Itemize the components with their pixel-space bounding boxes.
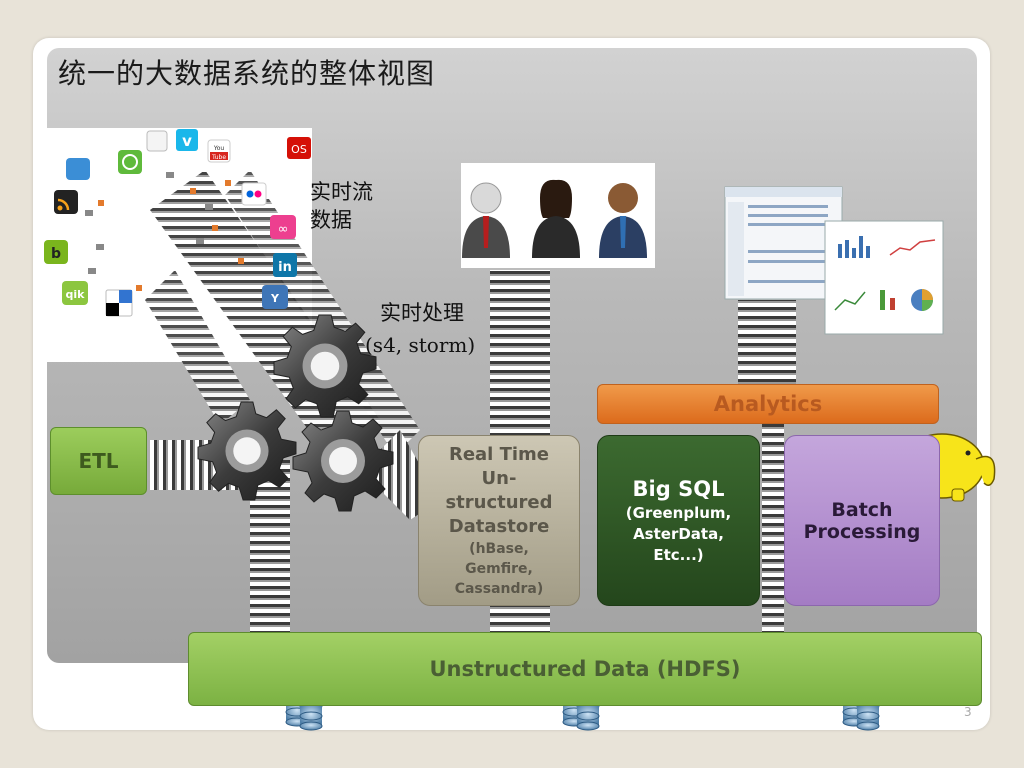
flickr-icon — [242, 183, 266, 205]
realtime-line: Un- — [482, 467, 517, 491]
svg-text:You: You — [213, 145, 225, 152]
svg-text:Tube: Tube — [211, 154, 226, 161]
batch-line: Processing — [804, 521, 921, 543]
realtime-line: Real Time — [449, 443, 549, 467]
realtime-line: (hBase, — [469, 539, 529, 559]
realtime-datastore-box: Real Time Un- structured Datastore (hBas… — [418, 435, 580, 606]
svg-text:qik: qik — [66, 288, 86, 301]
stream-label: 实时流 数据 — [310, 178, 373, 234]
bigsql-line: (Greenplum, — [626, 503, 731, 524]
page-number: 3 — [964, 705, 972, 719]
hdfs-label: Unstructured Data (HDFS) — [429, 657, 740, 681]
rss-icon — [54, 190, 78, 214]
big-sql-box: Big SQL (Greenplum, AsterData, Etc...) — [597, 435, 760, 606]
bigsql-line: Big SQL — [633, 475, 725, 503]
svg-text:v: v — [182, 132, 192, 150]
gear-icon — [293, 411, 393, 511]
processing-label-line1: 实时处理 — [380, 299, 464, 327]
analytics-label: Analytics — [714, 392, 822, 416]
analytics-box: Analytics — [597, 384, 939, 424]
realtime-line: Gemfire, — [465, 559, 533, 579]
svg-text:∞: ∞ — [278, 222, 289, 237]
batch-line: Batch — [831, 499, 892, 521]
gear-icon — [198, 402, 296, 500]
realtime-line: structured — [445, 491, 552, 515]
svg-text:Y: Y — [270, 292, 280, 305]
hdfs-box: Unstructured Data (HDFS) — [188, 632, 982, 706]
processing-label-line2: (s4, storm) — [365, 331, 475, 359]
etl-label: ETL — [78, 449, 118, 473]
user-icons — [462, 180, 647, 258]
chat-icon — [118, 150, 142, 174]
cloud-icon — [66, 158, 90, 180]
etl-box: ETL — [50, 427, 147, 495]
bigsql-line: AsterData, — [633, 524, 724, 545]
svg-text:b: b — [51, 246, 61, 262]
realtime-line: Cassandra) — [455, 579, 544, 599]
batch-processing-box: Batch Processing — [784, 435, 940, 606]
svg-text:in: in — [278, 260, 292, 275]
bigsql-line: Etc...) — [653, 545, 703, 566]
realtime-line: Datastore — [449, 515, 550, 539]
gear-icon — [274, 315, 376, 417]
svg-text:OS: OS — [291, 143, 307, 156]
